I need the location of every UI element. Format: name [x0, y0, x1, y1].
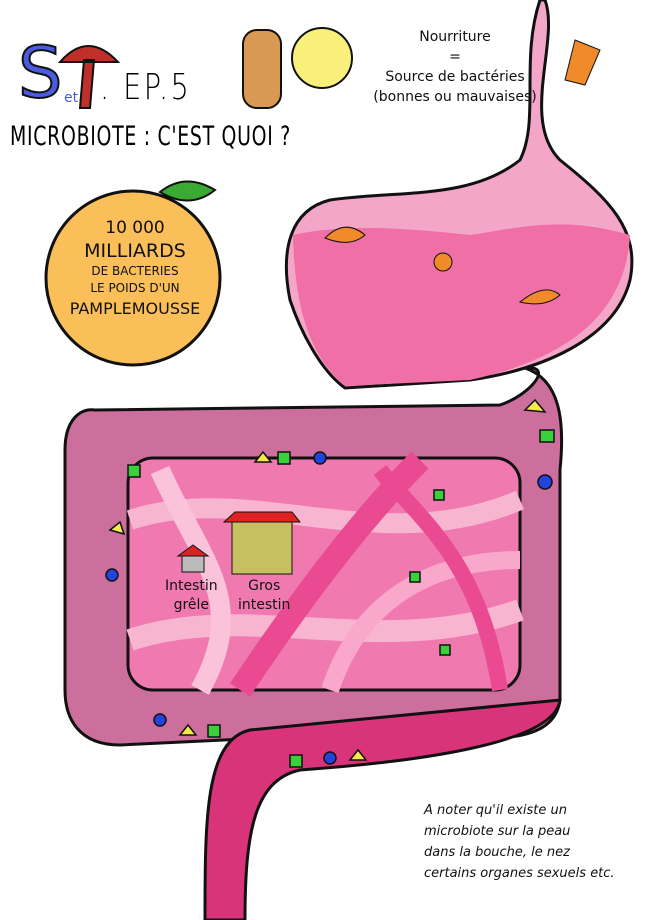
grapefruit	[44, 189, 222, 367]
small-intestine-loops	[126, 451, 524, 697]
label-line: grêle	[173, 597, 210, 613]
esophagus-food	[564, 39, 601, 86]
food-line: Source de bactéries	[385, 69, 525, 85]
footnote: A noter qu'il existe un microbiote sur l…	[424, 800, 615, 884]
footnote-line: dans la bouche, le nez	[424, 845, 570, 860]
food-chunk	[433, 252, 453, 272]
logo-et: et	[64, 90, 79, 106]
building-icon	[231, 521, 293, 575]
footnote-line: A noter qu'il existe un	[424, 803, 567, 818]
page-title: MICROBIOTE : C'EST QUOI ?	[10, 121, 291, 152]
food-line: Nourriture	[419, 29, 491, 45]
stomach-acid	[293, 224, 630, 386]
house-icon	[181, 554, 205, 573]
label-line: intestin	[238, 597, 291, 613]
label-line: Gros	[248, 578, 281, 594]
footnote-line: microbiote sur la peau	[424, 824, 571, 839]
footnote-line: certains organes sexuels etc.	[424, 866, 615, 881]
grapefruit-line: LE POIDS D'UN	[90, 281, 180, 295]
grapefruit-line: PAMPLEMOUSSE	[69, 299, 201, 318]
large-intestine-label: Gros intestin	[238, 577, 290, 615]
small-intestine-label: Intestin grêle	[165, 577, 218, 615]
grapefruit-text: 10 000 MILLIARDS DE BACTERIES LE POIDS D…	[55, 218, 215, 321]
t-logo	[57, 45, 121, 109]
label-line: Intestin	[165, 578, 218, 594]
bacteria-icon	[291, 27, 353, 89]
food-chunk	[324, 226, 366, 243]
grapefruit-line: MILLIARDS	[84, 240, 186, 262]
logo-letter-s: S	[17, 32, 63, 114]
grapefruit-line: 10 000	[105, 218, 165, 238]
food-line: (bonnes ou mauvaises)	[373, 89, 537, 105]
food-note: Nourriture = Source de bactéries (bonnes…	[370, 27, 540, 107]
microbes	[105, 398, 555, 768]
episode-label: . EP.5	[100, 67, 192, 108]
food-line: =	[449, 49, 461, 65]
bacteria-icon	[242, 29, 282, 109]
grapefruit-line: DE BACTERIES	[91, 264, 179, 278]
leaf-icon	[158, 180, 217, 202]
food-chunk	[518, 289, 561, 305]
